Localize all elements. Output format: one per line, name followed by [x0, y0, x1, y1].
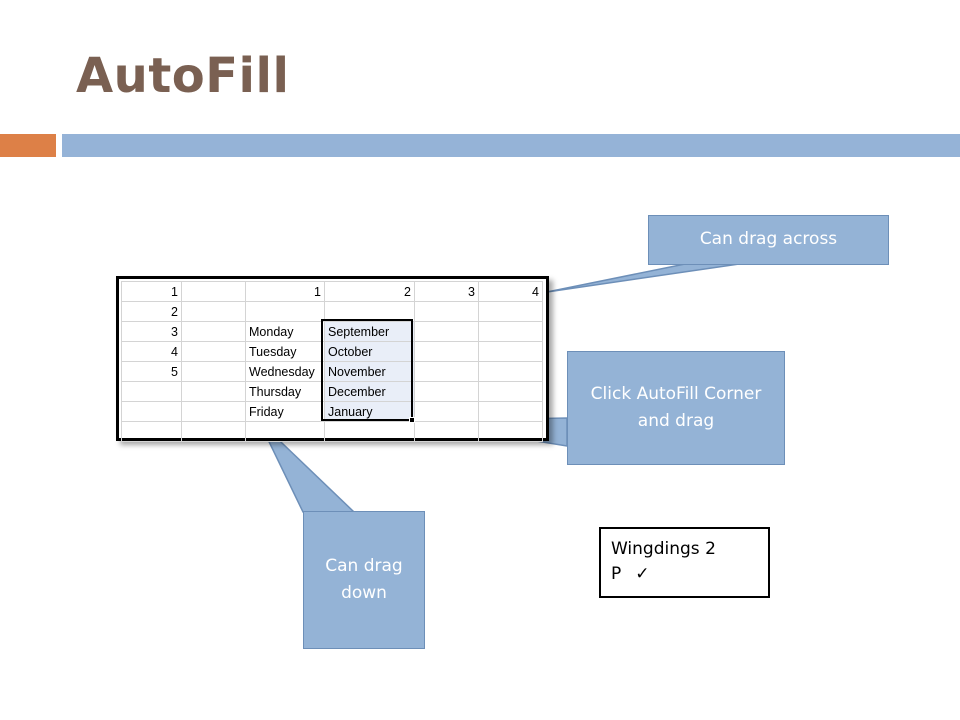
table-cell[interactable]: 4: [478, 281, 543, 302]
table-cell[interactable]: [121, 421, 182, 442]
callout-drag-down: Can drag down: [303, 511, 425, 649]
autofill-handle[interactable]: [409, 417, 415, 423]
table-cell[interactable]: [121, 381, 182, 402]
table-cell[interactable]: [478, 421, 543, 442]
table-cell[interactable]: [181, 401, 246, 422]
table-cell[interactable]: [414, 421, 479, 442]
table-cell[interactable]: 4: [121, 341, 182, 362]
check-icon: ✓: [635, 563, 650, 584]
table-cell[interactable]: [478, 341, 543, 362]
table-cell[interactable]: Thursday: [245, 381, 325, 402]
table-row: 2: [121, 301, 543, 322]
wingdings-note: Wingdings 2 P✓: [599, 527, 770, 598]
table-cell[interactable]: [414, 361, 479, 382]
table-cell[interactable]: 5: [121, 361, 182, 382]
table-cell[interactable]: [245, 421, 325, 442]
callout-drag-down-text: Can drag down: [325, 555, 403, 603]
table-cell[interactable]: 3: [414, 281, 479, 302]
table-cell[interactable]: [181, 381, 246, 402]
callout-autofill-corner: Click AutoFill Corner and drag: [567, 351, 785, 465]
table-cell[interactable]: 2: [324, 281, 415, 302]
table-cell[interactable]: [181, 421, 246, 442]
table-cell[interactable]: September: [324, 321, 415, 342]
table-cell[interactable]: [414, 301, 479, 322]
note-example: P✓: [611, 562, 758, 587]
callout-autofill-corner-text: Click AutoFill Corner and drag: [590, 383, 762, 431]
table-cell[interactable]: [414, 321, 479, 342]
accent-bar-orange: [0, 134, 56, 157]
accent-bar-blue: [62, 134, 960, 157]
table-cell[interactable]: [478, 301, 543, 322]
table-cell[interactable]: 3: [121, 321, 182, 342]
table-cell[interactable]: [121, 401, 182, 422]
table-cell[interactable]: 1: [121, 281, 182, 302]
table-cell[interactable]: [181, 361, 246, 382]
table-cell[interactable]: 1: [245, 281, 325, 302]
table-cell[interactable]: [181, 341, 246, 362]
note-font-name: Wingdings 2: [611, 539, 716, 559]
callout-drag-across-text: Can drag across: [699, 229, 838, 250]
table-cell[interactable]: 2: [121, 301, 182, 322]
table-cell[interactable]: [181, 301, 246, 322]
table-cell[interactable]: [478, 361, 543, 382]
note-letter: P: [611, 563, 622, 584]
table-cell[interactable]: Friday: [245, 401, 325, 422]
table-cell[interactable]: [414, 341, 479, 362]
table-row: [121, 421, 543, 442]
table-cell[interactable]: [245, 301, 325, 322]
table-cell[interactable]: [478, 401, 543, 422]
table-cell[interactable]: Wednesday: [245, 361, 325, 382]
table-cell[interactable]: [181, 281, 246, 302]
table-cell[interactable]: [414, 381, 479, 402]
table-cell[interactable]: October: [324, 341, 415, 362]
table-cell[interactable]: January: [324, 401, 415, 422]
pointer-across: [546, 262, 747, 293]
table-cell[interactable]: [478, 321, 543, 342]
table-cell[interactable]: December: [324, 381, 415, 402]
table-cell[interactable]: [414, 401, 479, 422]
table-cell[interactable]: [181, 321, 246, 342]
table-cell[interactable]: [478, 381, 543, 402]
table-cell[interactable]: Tuesday: [245, 341, 325, 362]
table-cell[interactable]: Monday: [245, 321, 325, 342]
table-cell[interactable]: [324, 301, 415, 322]
table-cell[interactable]: November: [324, 361, 415, 382]
slide-title: AutoFill: [76, 48, 290, 104]
table-cell[interactable]: [324, 421, 415, 442]
callout-drag-across: Can drag across: [648, 215, 889, 265]
